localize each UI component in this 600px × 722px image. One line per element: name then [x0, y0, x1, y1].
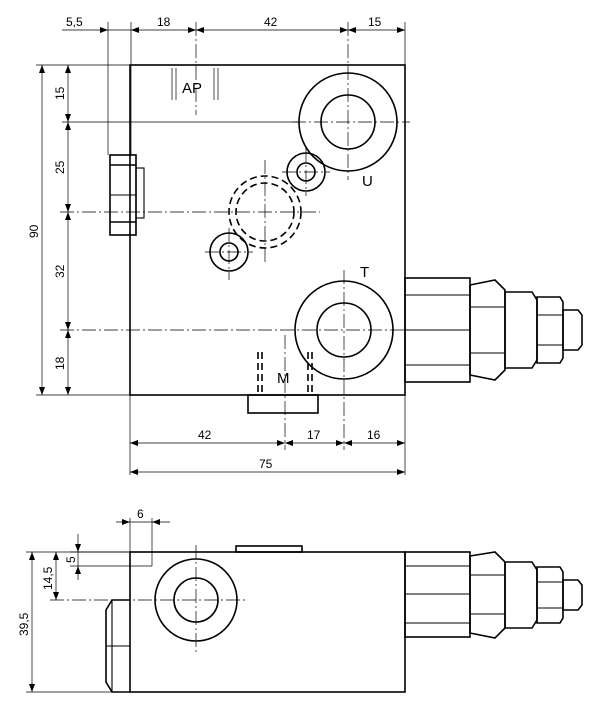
port-t-label: T — [360, 264, 369, 281]
dim-5: 5 — [64, 556, 78, 563]
port-u: U — [282, 148, 373, 196]
top-view: AP U — [27, 15, 583, 475]
dim-90: 90 — [27, 224, 41, 238]
dim-18-top: 18 — [157, 15, 171, 29]
dim-32-left: 32 — [53, 264, 67, 278]
port-ap: AP — [171, 22, 219, 115]
dim-42-bottom: 42 — [198, 428, 212, 442]
dim-75: 75 — [259, 457, 273, 471]
bottom-overall-dimension: 75 — [130, 457, 405, 475]
top-boss — [235, 545, 303, 553]
dim-15-left: 15 — [53, 86, 67, 100]
dim-39-5: 39,5 — [17, 612, 31, 636]
relief-valve-top — [404, 277, 583, 383]
dim-42-top: 42 — [264, 15, 278, 29]
port-small-lower — [205, 228, 253, 280]
hidden-cartridge — [60, 160, 320, 262]
left-hex-nut-side — [105, 599, 130, 693]
extension-lines-top — [36, 22, 406, 475]
port-large-top — [292, 22, 410, 180]
relief-valve-side — [404, 551, 583, 639]
port-u-label: U — [362, 173, 373, 190]
dim-6: 6 — [137, 507, 144, 521]
port-side — [50, 545, 248, 652]
port-m-label: M — [277, 370, 290, 387]
left-chain-dimension: 15 25 32 18 — [53, 65, 71, 395]
dim-18-left: 18 — [53, 356, 67, 370]
bottom-chain-dimension: 42 17 16 — [130, 428, 405, 446]
top-dimension-line: 5,5 18 42 15 — [62, 15, 405, 33]
dim-16-bottom: 16 — [367, 428, 381, 442]
dim-14-5: 14,5 — [41, 566, 55, 590]
port-t: T — [60, 264, 410, 450]
side-dimensions: 6 5 14,5 39,5 — [17, 507, 170, 693]
port-ap-label: AP — [182, 80, 202, 97]
left-overall-dimension: 90 — [27, 65, 45, 395]
valve-body-top — [129, 64, 406, 396]
port-m: M — [247, 335, 319, 450]
dim-25-left: 25 — [53, 160, 67, 174]
dim-15-top: 15 — [368, 15, 382, 29]
valve-body-side — [129, 551, 406, 693]
dim-5-5: 5,5 — [66, 15, 83, 29]
dim-17-bottom: 17 — [307, 428, 321, 442]
left-hex-nut — [109, 154, 145, 236]
side-view: 6 5 14,5 39,5 — [17, 507, 583, 693]
